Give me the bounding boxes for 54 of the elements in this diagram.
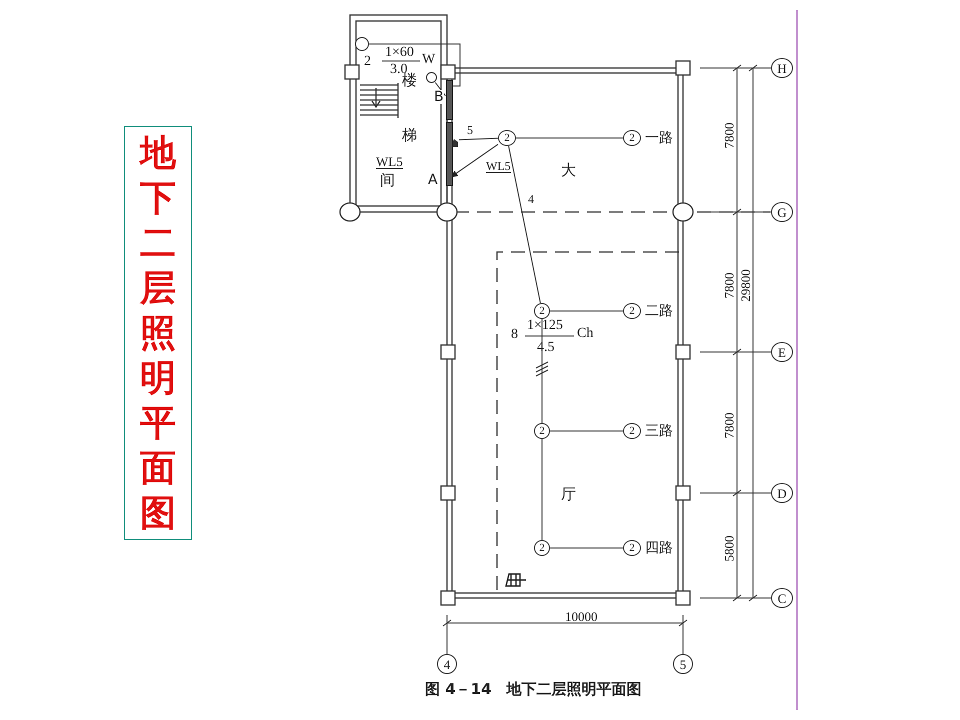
- wire-line: [458, 138, 498, 140]
- spec-text: 1×60: [385, 46, 414, 60]
- dimension-text: 7800: [722, 412, 736, 438]
- dimension-text: 7800: [722, 122, 736, 148]
- axis-bubble: E: [771, 342, 793, 362]
- lamp-symbol: 2: [534, 540, 550, 556]
- figure-caption: 图 4－14 地下二层照明平面图: [425, 680, 642, 699]
- edge-label: WL5: [486, 160, 511, 173]
- wire-line: [550, 430, 624, 432]
- room-label: 厅: [561, 487, 576, 502]
- lamp-symbol: 2: [623, 540, 641, 556]
- axis-bubble: 5: [673, 654, 693, 674]
- spec-text: 8: [511, 328, 518, 342]
- room-label: 间: [380, 173, 395, 188]
- axis-bubble: D: [771, 483, 793, 503]
- edge-label: 5: [467, 124, 473, 136]
- distribution-panel: [446, 122, 452, 186]
- lamp-symbol: 2: [623, 130, 641, 146]
- circuit-label: WL5: [376, 155, 403, 169]
- circuit-label: B: [434, 90, 444, 104]
- dimension-text: 29800: [738, 268, 752, 302]
- spec-text: W: [422, 53, 436, 67]
- circuit-label: 三路: [645, 424, 673, 438]
- wire-line: [508, 146, 541, 304]
- wire-line: [368, 44, 460, 86]
- lamp-symbol: [426, 72, 436, 82]
- lighting-panel-icon: [505, 573, 527, 587]
- axis-bubble: H: [771, 58, 793, 78]
- spec-text: 2: [364, 55, 371, 69]
- title-box: 地下二层照明平面图: [124, 126, 192, 540]
- axis-bubble: C: [771, 588, 793, 608]
- room-label: 大: [561, 163, 576, 178]
- room-label: 梯: [402, 128, 417, 143]
- wire-line: [434, 82, 446, 96]
- spec-text: Ch: [577, 327, 594, 341]
- circuit-label: A: [428, 173, 438, 187]
- dimension-text: 10000: [565, 610, 598, 623]
- circuit-label: 二路: [645, 304, 673, 318]
- lamp-symbol: 2: [623, 303, 641, 319]
- circuit-label: 四路: [645, 541, 673, 555]
- lamp-symbol: 2: [534, 423, 550, 439]
- dimension-text: 7800: [722, 272, 736, 298]
- wire-line: [550, 310, 624, 312]
- lamp-symbol: [355, 37, 369, 51]
- distribution-panel: [446, 80, 452, 120]
- edge-label: 4: [528, 193, 534, 205]
- circuit-label: 一路: [645, 131, 673, 145]
- axis-bubble: 4: [437, 654, 457, 674]
- lamp-symbol: 2: [623, 423, 641, 439]
- lamp-symbol: 2: [498, 130, 516, 146]
- axis-bubble: G: [771, 202, 793, 222]
- dimension-text: 5800: [722, 535, 736, 561]
- lamp-symbol: 2: [534, 303, 550, 319]
- room-label: 楼: [402, 73, 417, 88]
